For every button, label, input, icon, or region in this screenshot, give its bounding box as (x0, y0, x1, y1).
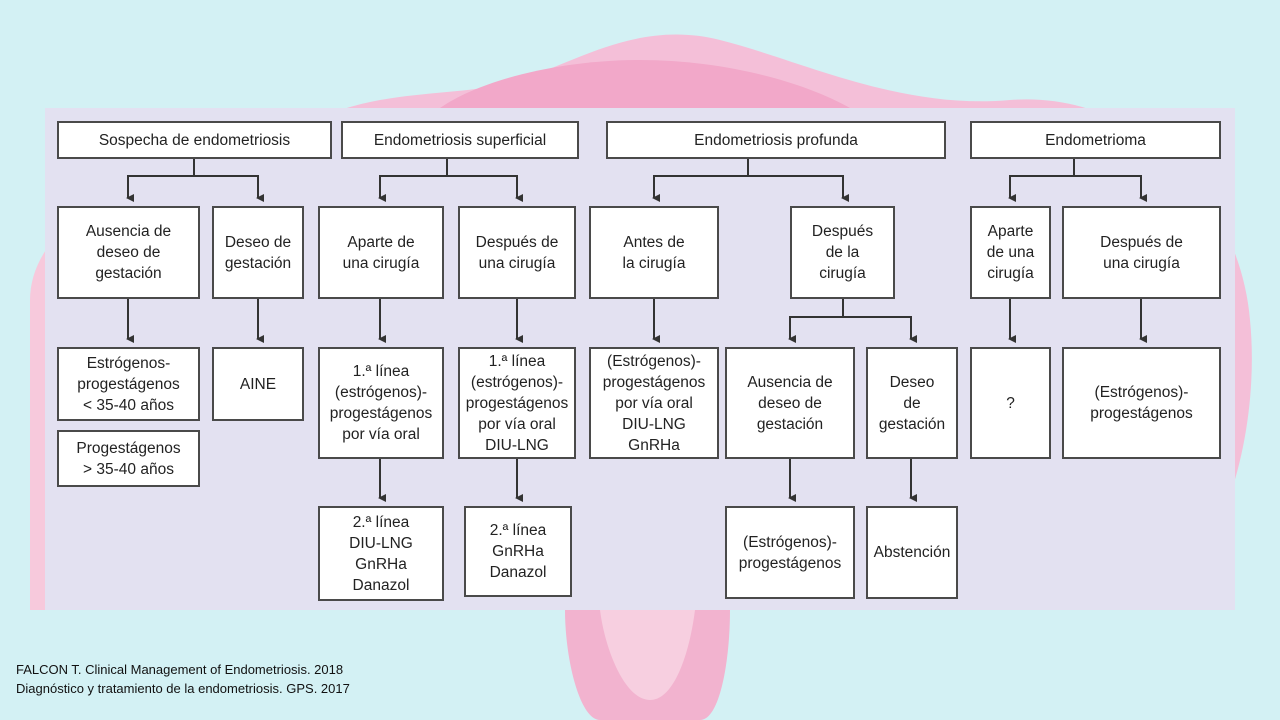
reference-caption: FALCON T. Clinical Management of Endomet… (16, 660, 350, 698)
node-col3-despues: Después de la cirugía (790, 206, 895, 299)
node-col2-despues: Después de una cirugía (458, 206, 576, 299)
node-col4-aparte: Aparte de una cirugía (970, 206, 1051, 299)
node-col1-progestagenos-gt: Progestágenos > 35-40 años (57, 430, 200, 487)
node-col3-estrogenos: (Estrógenos)- progestágenos (725, 506, 855, 599)
reference-line-1: FALCON T. Clinical Management of Endomet… (16, 662, 344, 677)
node-col3-deseo: Deseo de gestación (866, 347, 958, 459)
node-col1-deseo: Deseo de gestación (212, 206, 304, 299)
node-col4-estrogenos: (Estrógenos)- progestágenos (1062, 347, 1221, 459)
node-col1-estrogenos-lt: Estrógenos- progestágenos < 35-40 años (57, 347, 200, 421)
node-col3-ausencia: Ausencia de deseo de gestación (725, 347, 855, 459)
node-col4-despues: Después de una cirugía (1062, 206, 1221, 299)
node-col2-linea2-a: 2.ª línea DIU-LNG GnRHa Danazol (318, 506, 444, 601)
header-superficial: Endometriosis superficial (341, 121, 579, 159)
header-sospecha: Sospecha de endometriosis (57, 121, 332, 159)
node-col1-aine: AINE (212, 347, 304, 421)
node-col4-question: ? (970, 347, 1051, 459)
node-col2-linea1-b: 1.ª línea (estrógenos)- progestágenos po… (458, 347, 576, 459)
node-col2-linea2-b: 2.ª línea GnRHa Danazol (464, 506, 572, 597)
node-col3-abstencion: Abstención (866, 506, 958, 599)
header-profunda: Endometriosis profunda (606, 121, 946, 159)
header-endometrioma: Endometrioma (970, 121, 1221, 159)
node-col2-aparte: Aparte de una cirugía (318, 206, 444, 299)
node-col2-linea1-a: 1.ª línea (estrógenos)- progestágenos po… (318, 347, 444, 459)
node-col3-antes: Antes de la cirugía (589, 206, 719, 299)
node-col1-ausencia: Ausencia de deseo de gestación (57, 206, 200, 299)
reference-line-2: Diagnóstico y tratamiento de la endometr… (16, 681, 350, 696)
node-col3-antes-tratamiento: (Estrógenos)- progestágenos por vía oral… (589, 347, 719, 459)
